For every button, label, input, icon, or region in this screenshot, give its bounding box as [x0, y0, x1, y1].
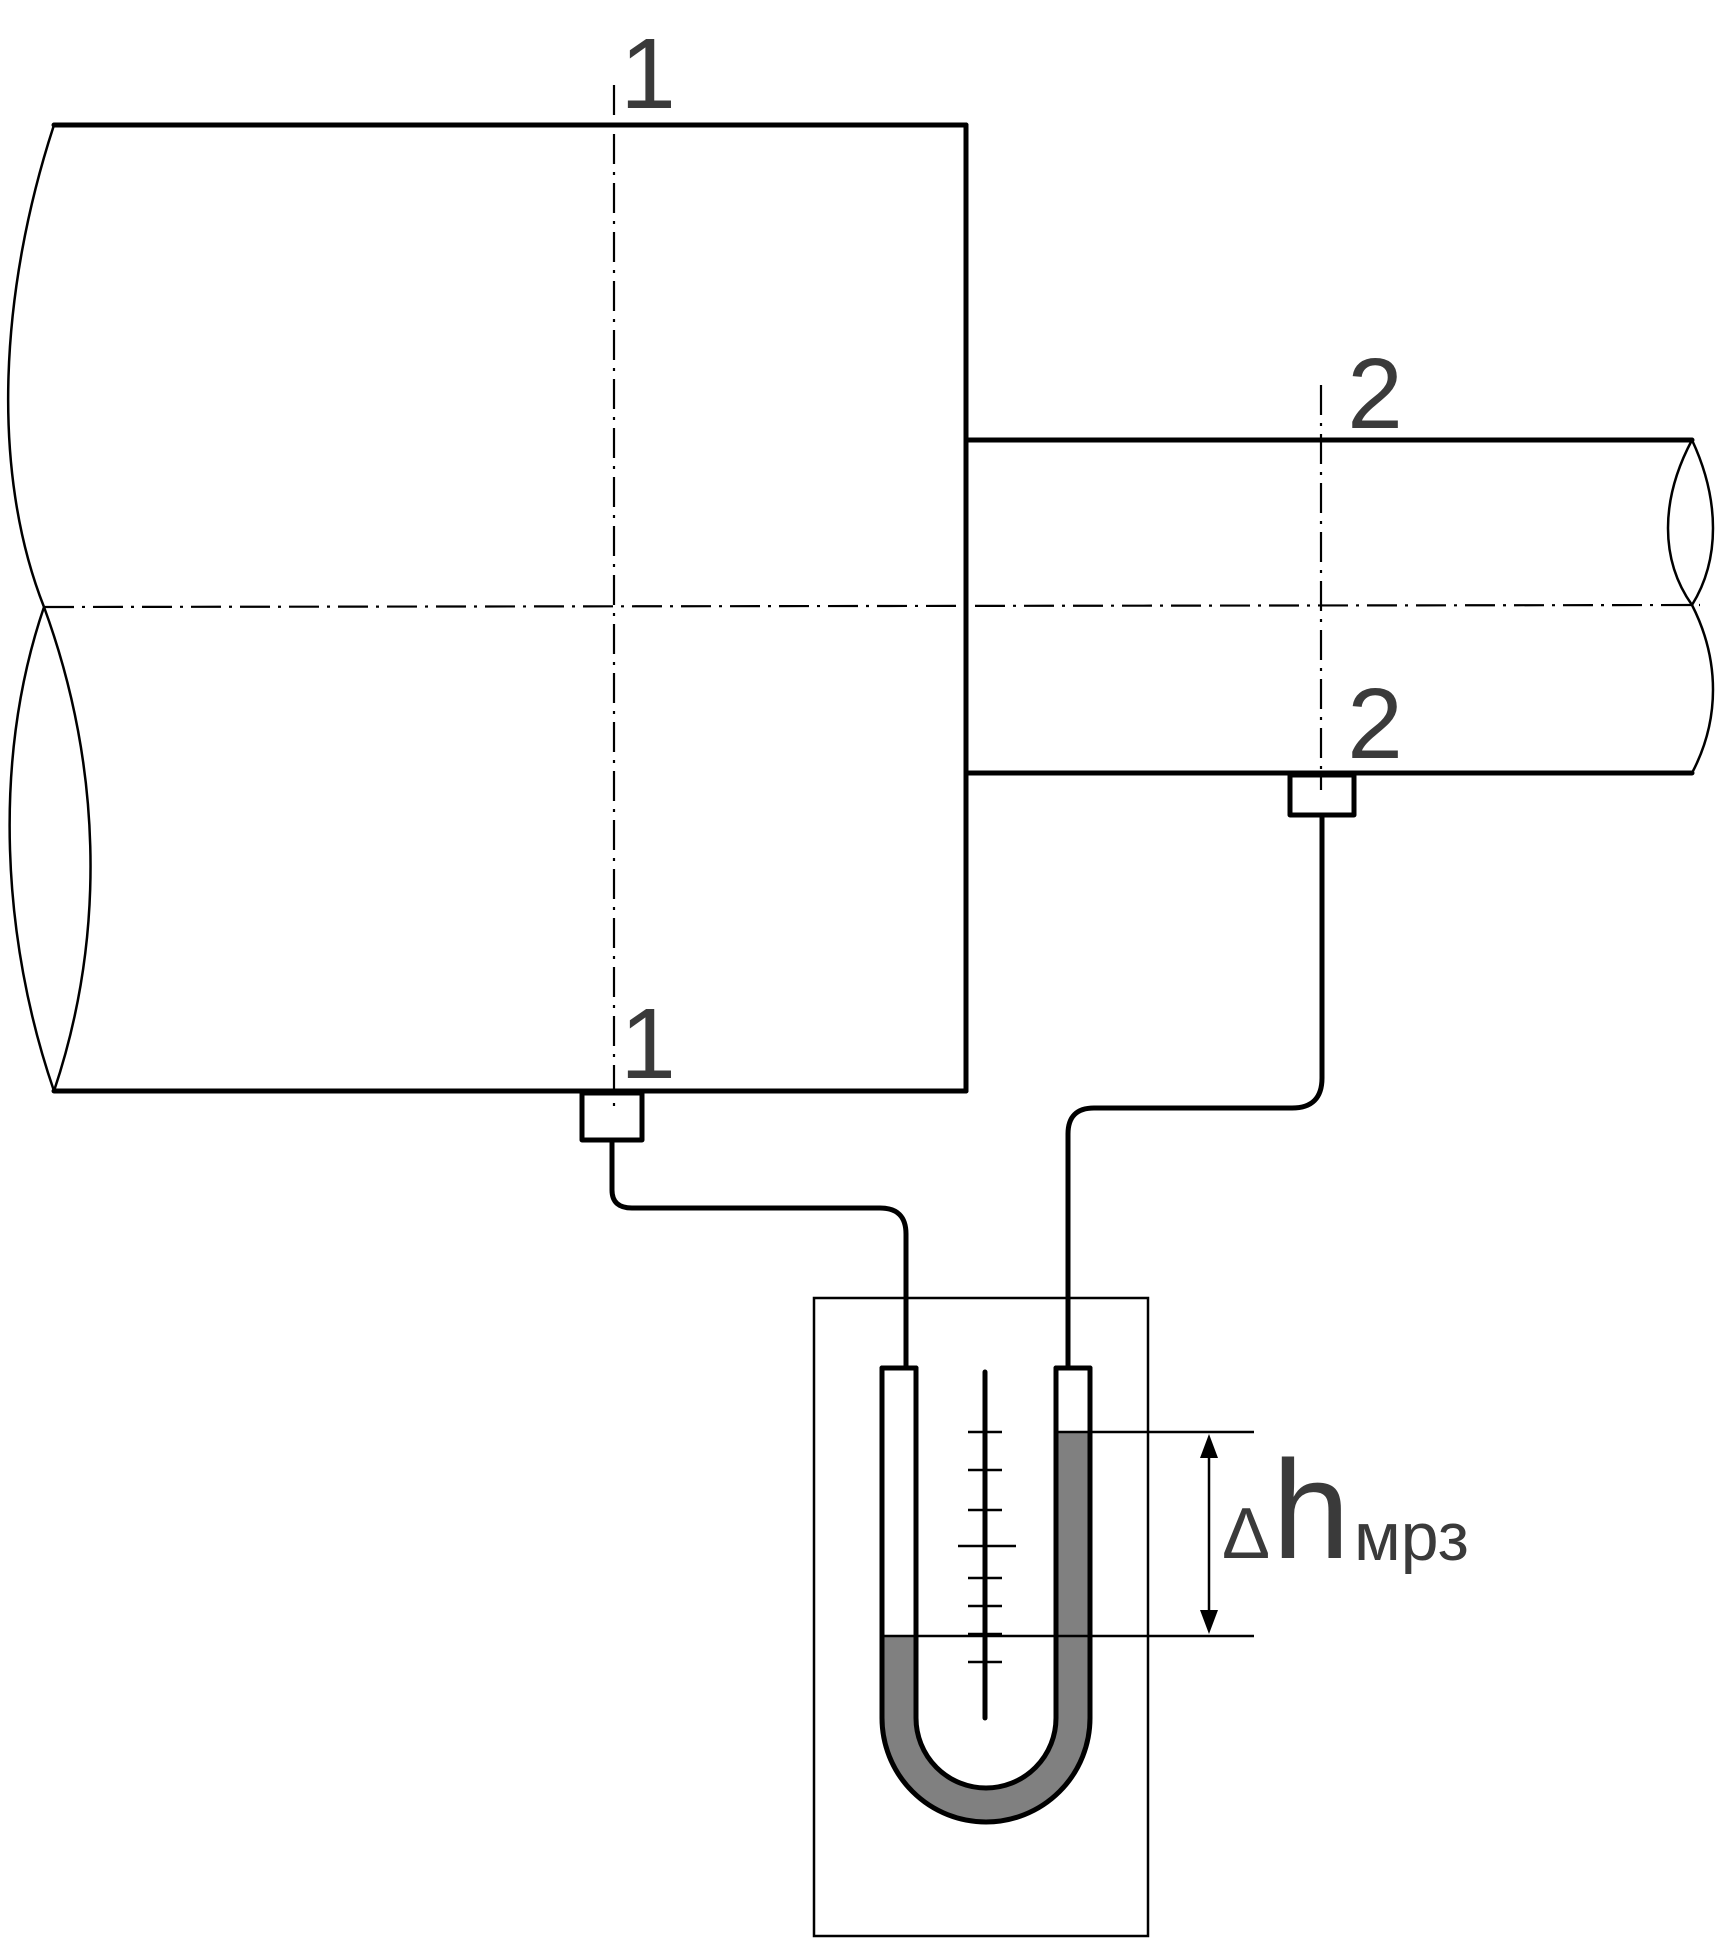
dimension-arrow-top — [1200, 1434, 1218, 1458]
manometer-fluid — [882, 1432, 1090, 1822]
large-pipe — [6, 122, 969, 1094]
manometer-housing — [812, 1296, 1150, 1938]
level-difference-dimension — [882, 1430, 1254, 1638]
section-2-top-label: 2 — [1347, 338, 1403, 450]
dimension-arrow-bottom — [1200, 1610, 1218, 1634]
tube-from-tap-2 — [1065, 812, 1325, 1371]
pipe-centerline — [43, 603, 1701, 609]
delta-symbol: Δ — [1222, 1494, 1270, 1574]
h-symbol: h — [1272, 1431, 1350, 1588]
section-1-top-label: 1 — [620, 18, 676, 130]
pressure-tap-1 — [579, 1090, 645, 1143]
section-1-bottom-label: 1 — [620, 988, 676, 1100]
tube-from-tap-1 — [609, 1137, 909, 1371]
manometer-scale — [958, 1369, 1016, 1721]
u-tube-manometer — [879, 1365, 1093, 1825]
h-subscript: мрз — [1354, 1499, 1469, 1575]
delta-h-label: Δhмрз — [1222, 1431, 1469, 1588]
section-2-bottom-label: 2 — [1347, 668, 1403, 780]
